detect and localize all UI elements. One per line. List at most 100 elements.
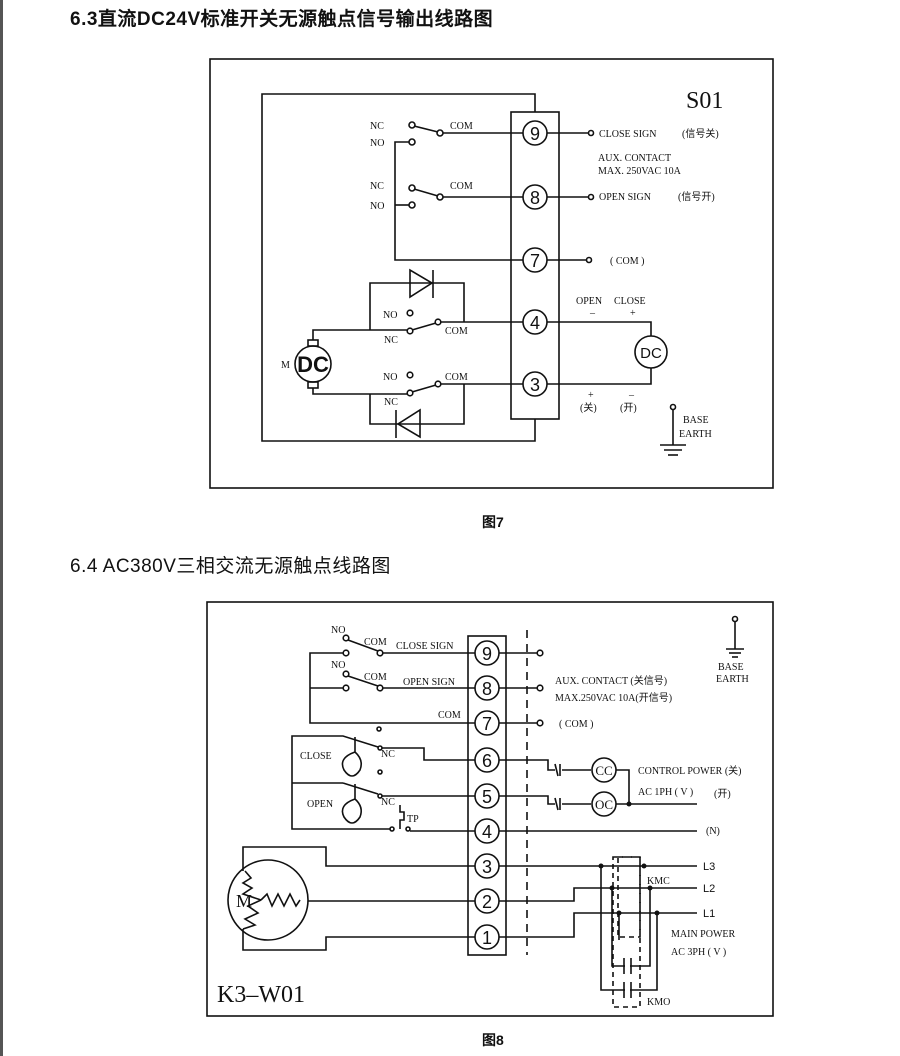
- close-sign-label: CLOSE SIGN: [599, 129, 657, 140]
- model-label-k3w01: K3–W01: [217, 982, 305, 1008]
- aux8-com-label: COM: [364, 672, 387, 683]
- cc-coil-label: CC: [595, 763, 612, 778]
- terminal-7-label: 7: [530, 251, 540, 271]
- section-title-dc24v: 6.3直流DC24V标准开关无源触点信号输出线路图: [70, 9, 494, 30]
- close-sign-label-fig8: CLOSE SIGN: [396, 641, 454, 652]
- open-sign-cn: (信号开): [678, 191, 715, 203]
- open-cn-label: (开): [620, 403, 637, 414]
- base-label: BASE: [683, 415, 709, 426]
- close-nc-label: NC: [381, 749, 395, 760]
- s9-nc-label: NC: [370, 121, 384, 132]
- ac-motor-label: M: [236, 891, 252, 911]
- m3-com-label: COM: [445, 372, 468, 383]
- aux9-com-label: COM: [364, 637, 387, 648]
- switch9-blade: [413, 125, 439, 133]
- ac1ph-label: AC 1PH ( V ): [638, 787, 693, 798]
- earth-label-fig8: EARTH: [716, 674, 749, 685]
- s8-com-label: COM: [450, 181, 473, 192]
- terminal-8-label-fig8: 8: [482, 679, 492, 699]
- terminal-4-label-fig8: 4: [482, 822, 492, 842]
- control-power-label: CONTROL POWER (关): [638, 764, 742, 777]
- base-label-fig8: BASE: [718, 662, 744, 673]
- com-output-fig8: ( COM ): [559, 719, 593, 730]
- s9-com-label: COM: [450, 121, 473, 132]
- oc-coil-label: OC: [595, 797, 613, 812]
- s9-no-label: NO: [370, 138, 384, 149]
- main-power-label: MAIN POWER: [671, 929, 735, 940]
- diode-upper: [409, 268, 434, 299]
- diode-lower: [396, 408, 421, 439]
- open-minus: –: [589, 308, 596, 319]
- figure-caption-8: 图8: [482, 1032, 504, 1048]
- aux-rating-fig8: MAX.250VAC 10A(开信号): [555, 692, 672, 704]
- motor-m-label: M: [281, 360, 290, 371]
- model-label-s01: S01: [686, 88, 723, 114]
- close-sign-cn: (信号关): [682, 127, 719, 140]
- open-polarity-label: OPEN: [576, 296, 602, 307]
- s8-nc-label: NC: [370, 181, 384, 192]
- open-nc-label: NC: [381, 797, 395, 808]
- dc-source-label: DC: [640, 345, 662, 362]
- terminal-9-label: 9: [530, 124, 540, 144]
- l2-label: L2: [703, 883, 715, 895]
- l3-label: L3: [703, 861, 715, 873]
- switch9-nc-contact: [408, 121, 416, 129]
- open-limit-label: OPEN: [307, 799, 333, 810]
- com7-label: COM: [438, 710, 461, 721]
- open-sign-label: OPEN SIGN: [599, 192, 651, 203]
- terminal-7-circle: [522, 247, 548, 273]
- kmo-dashed-box: [612, 856, 641, 1008]
- dc-source-wire-minus: [547, 368, 652, 385]
- com-output-label: ( COM ): [610, 256, 644, 267]
- aux8-no-label: NO: [331, 660, 345, 671]
- dc-motor-label: DC: [297, 352, 329, 377]
- ac-motor-circle: [227, 859, 309, 941]
- terminal-7-label-fig8: 7: [482, 714, 492, 734]
- outer-loop-wire: [261, 93, 536, 442]
- terminal-6-label-fig8: 6: [482, 751, 492, 771]
- terminal-1-label-fig8: 1: [482, 928, 492, 948]
- switch9-no-contact: [408, 138, 416, 146]
- m3-no-label: NO: [383, 372, 397, 383]
- aux-contact-fig8: AUX. CONTACT (关信号): [555, 674, 667, 687]
- tp-label: TP: [407, 814, 419, 825]
- close-limit-label: CLOSE: [300, 751, 332, 762]
- section-title-ac380v: 6.4 AC380V三相交流无源触点线路图: [70, 556, 391, 577]
- terminal-8-circle: [522, 184, 548, 210]
- close-plus: +: [630, 308, 636, 319]
- aux-contact-label: AUX. CONTACT: [598, 153, 671, 164]
- open-cn-fig8: (开): [714, 789, 731, 800]
- dc-source-circle: [634, 335, 668, 369]
- terminal-4-circle: [522, 309, 548, 335]
- terminal-3-circle: [522, 371, 548, 397]
- l1-label: L1: [703, 908, 715, 920]
- figure-8-frame: [206, 601, 774, 1017]
- m3-nc-label: NC: [384, 397, 398, 408]
- bottom-minus: –: [628, 390, 635, 401]
- terminal-block-8: [467, 635, 507, 956]
- figure-caption-7: 图7: [482, 514, 504, 530]
- m4-nc-label: NC: [384, 335, 398, 346]
- kmo-label: KMO: [647, 997, 670, 1008]
- figure-7-frame: [209, 58, 774, 489]
- close-cn-label: (关): [580, 401, 597, 414]
- aux-rating-label: MAX. 250VAC 10A: [598, 166, 682, 177]
- open-sign-label-fig8: OPEN SIGN: [403, 677, 455, 688]
- terminal-block-7: [510, 111, 560, 420]
- kmc-dashed-box: [617, 856, 641, 938]
- terminal-9-circle: [522, 120, 548, 146]
- terminal-4-label: 4: [530, 313, 540, 333]
- page-left-rule: [0, 0, 3, 1056]
- m4-com-label: COM: [445, 326, 468, 337]
- earth-label: EARTH: [679, 429, 712, 440]
- ac3ph-label: AC 3PH ( V ): [671, 947, 726, 958]
- dc-source-wire-plus: [547, 321, 652, 336]
- terminal-9-label-fig8: 9: [482, 644, 492, 664]
- neutral-label: (N): [706, 826, 720, 837]
- terminal-3-label-fig8: 3: [482, 857, 492, 877]
- s8-no-label: NO: [370, 201, 384, 212]
- switch9-com-contact: [436, 129, 444, 137]
- terminal-2-label-fig8: 2: [482, 892, 492, 912]
- kmc-label: KMC: [647, 876, 670, 887]
